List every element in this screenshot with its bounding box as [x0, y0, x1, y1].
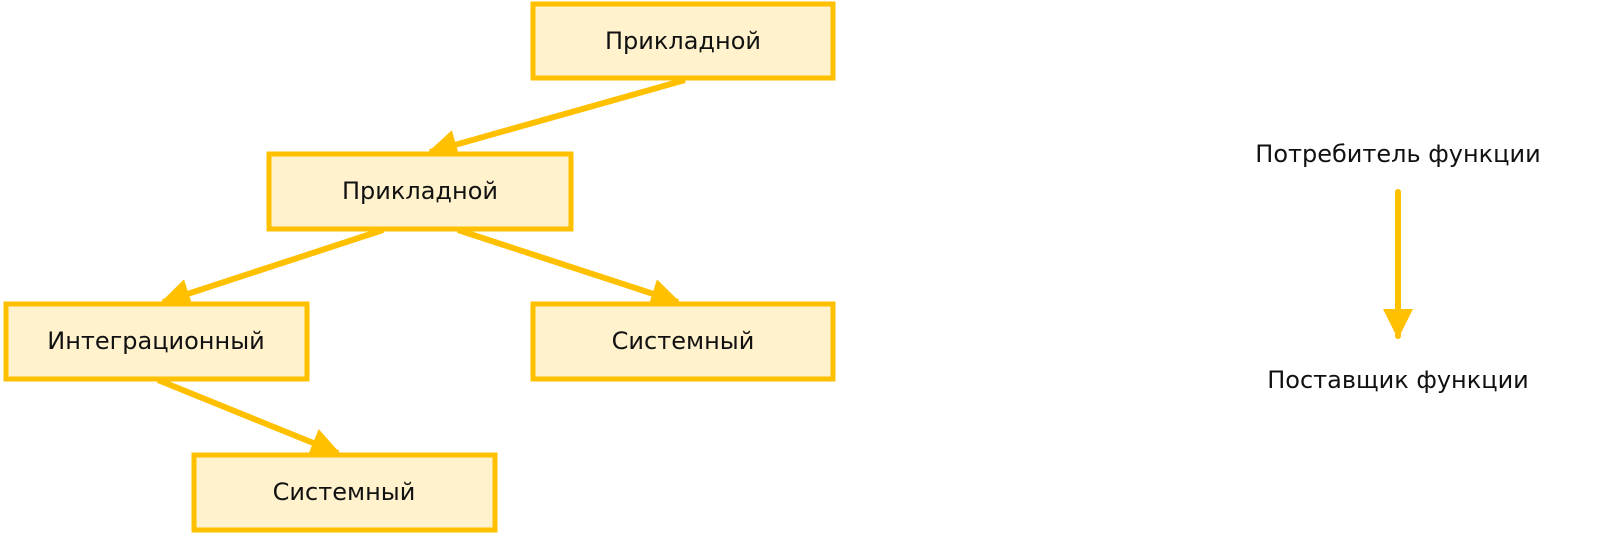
legend-provider-label: Поставщик функции [1267, 366, 1529, 394]
edges-layer [156, 77, 686, 457]
legend-consumer-label: Потребитель функции [1255, 140, 1540, 168]
node-label: Прикладной [605, 27, 761, 55]
edge-n1-n2 [427, 77, 686, 160]
node-label: Системный [612, 327, 755, 355]
node-label: Системный [273, 478, 416, 506]
node-applied-middle: Прикладной [266, 151, 574, 232]
node-system-right: Системный [530, 301, 836, 382]
node-integration: Интеграционный [3, 301, 310, 382]
node-label: Интеграционный [47, 327, 265, 355]
edge-n3-n5 [156, 377, 341, 457]
node-system-bottom: Системный [191, 452, 498, 533]
nodes-layer: Прикладной Прикладной Интеграционный Сис… [3, 1, 836, 533]
edge-n2-n3 [160, 227, 384, 308]
node-label: Прикладной [342, 177, 498, 205]
legend: Потребитель функции Поставщик функции [1255, 140, 1540, 394]
node-applied-top: Прикладной [530, 1, 836, 81]
edge-n2-n4 [457, 227, 681, 308]
